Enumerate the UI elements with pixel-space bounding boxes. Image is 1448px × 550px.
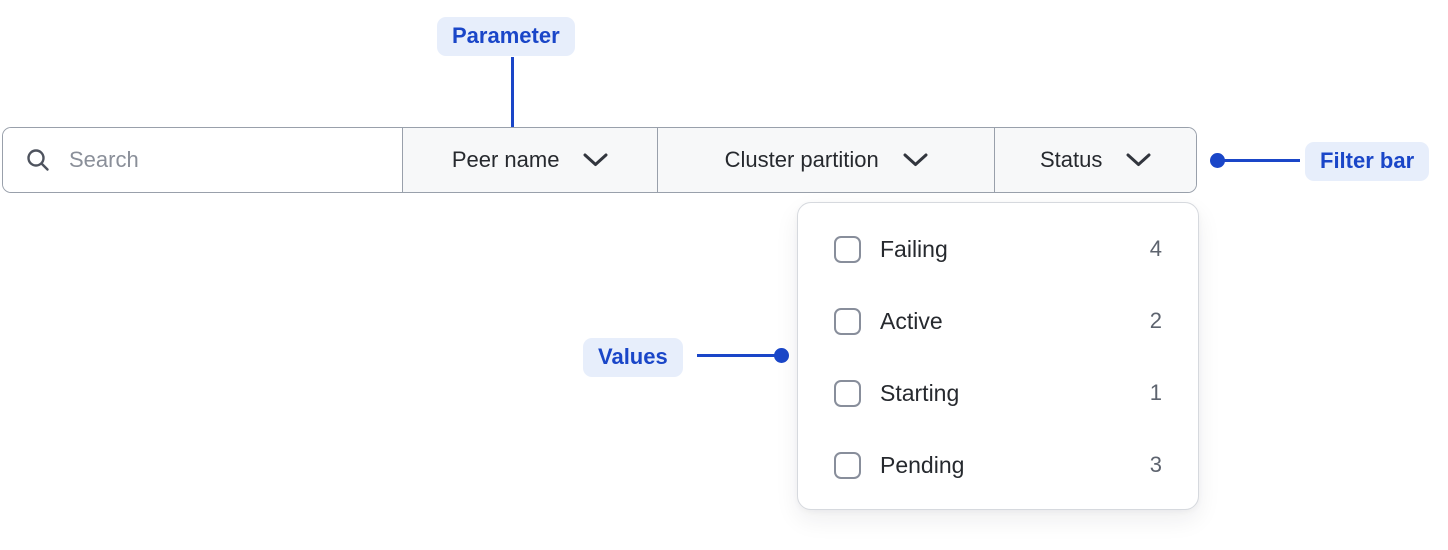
parameter-annotation-badge: Parameter: [437, 17, 575, 56]
dropdown-option-active[interactable]: Active 2: [798, 285, 1198, 357]
search-box[interactable]: [3, 128, 403, 192]
option-label: Failing: [880, 235, 948, 262]
chevron-down-icon: [583, 153, 608, 166]
checkbox-failing[interactable]: [834, 235, 861, 263]
dropdown-option-starting[interactable]: Starting 1: [798, 357, 1198, 429]
filter-param-label: Peer name: [451, 147, 560, 172]
dropdown-option-failing[interactable]: Failing 4: [798, 213, 1198, 285]
values-callout-dot: [774, 348, 789, 363]
option-count: 1: [1149, 380, 1162, 405]
filter-bar-callout-dot: [1210, 153, 1225, 168]
checkbox-starting[interactable]: [834, 379, 861, 407]
option-count: 2: [1149, 308, 1162, 333]
parameter-callout-line: [511, 57, 514, 141]
search-icon: [27, 149, 49, 171]
filter-bar: Peer name Cluster partition Status: [2, 127, 1197, 193]
option-count: 4: [1149, 236, 1162, 261]
status-values-dropdown: Failing 4 Active 2 Starting 1 Pending 3: [797, 202, 1199, 510]
chevron-down-icon: [1126, 153, 1151, 166]
option-count: 3: [1149, 452, 1162, 477]
chevron-down-icon: [903, 153, 928, 166]
option-label: Active: [880, 307, 943, 334]
filter-param-label: Status: [1040, 147, 1103, 172]
values-callout-line: [697, 354, 775, 357]
checkbox-pending[interactable]: [834, 451, 861, 479]
filter-param-status[interactable]: Status: [994, 128, 1196, 192]
dropdown-option-pending[interactable]: Pending 3: [798, 429, 1198, 501]
checkbox-active[interactable]: [834, 307, 861, 335]
option-label: Starting: [880, 379, 960, 406]
filter-param-peer-name[interactable]: Peer name: [402, 128, 657, 192]
filter-param-label: Cluster partition: [724, 147, 879, 172]
filter-bar-callout-line: [1220, 159, 1300, 162]
option-label: Pending: [880, 451, 965, 478]
filter-param-cluster-partition[interactable]: Cluster partition: [656, 128, 995, 192]
filter-bar-annotation-badge: Filter bar: [1305, 142, 1430, 181]
search-input[interactable]: [69, 147, 387, 173]
values-annotation-badge: Values: [583, 338, 683, 377]
